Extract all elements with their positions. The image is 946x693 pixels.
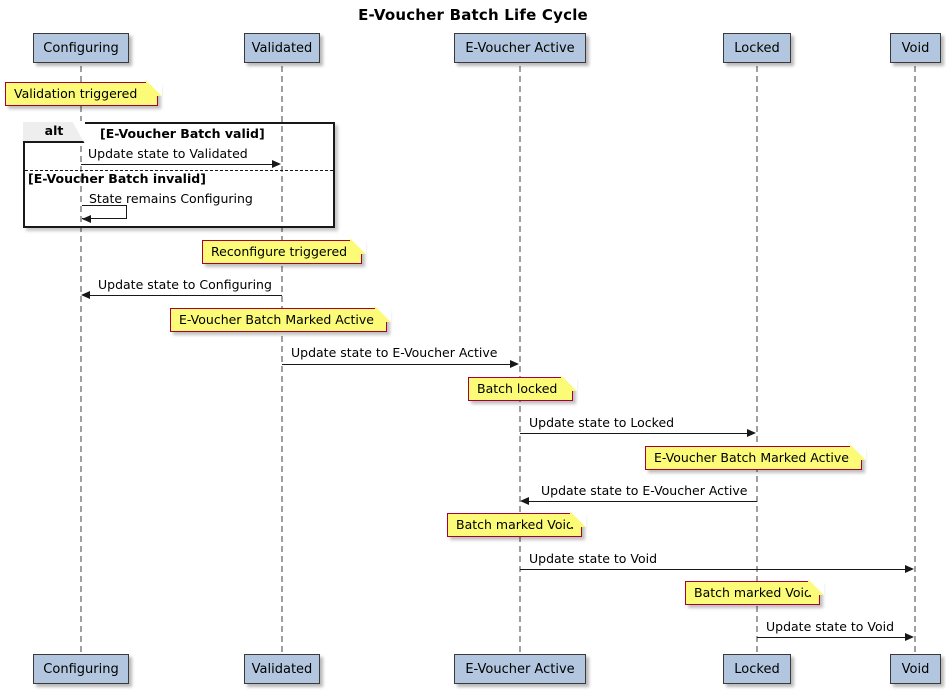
note-batch-locked: Batch locked	[468, 374, 577, 401]
participant-label: Validated	[251, 40, 313, 56]
message-line-update-state-to-locked	[520, 433, 748, 434]
participant-label: Configuring	[43, 661, 119, 677]
message-text: State remains Configuring	[89, 191, 253, 206]
lifeline-locked	[756, 66, 758, 652]
participant-label: E-Voucher Active	[465, 40, 575, 56]
message-line-update-state-to-void-2	[757, 637, 906, 638]
arrow-head-update-state-to-evoucher-active-1	[510, 360, 519, 368]
alt-condition-text: [E-Voucher Batch invalid]	[28, 171, 206, 186]
message-line-update-state-to-configuring	[89, 295, 282, 296]
participant-label: Locked	[734, 661, 780, 677]
lifeline-evoucher-active	[519, 66, 521, 652]
note-evoucher-batch-marked-active-2: E-Voucher Batch Marked Active	[645, 443, 866, 470]
note-batch-marked-void-1: Batch marked Void	[447, 510, 586, 537]
lifeline-configuring	[80, 66, 82, 652]
message-label-update-state-to-configuring: Update state to Configuring	[98, 277, 272, 292]
participant-label: Void	[901, 661, 930, 677]
participant-footer-void[interactable]: Void	[890, 654, 941, 684]
note-batch-marked-void-2: Batch marked Void	[685, 578, 824, 605]
note-fold-corner-icon	[560, 374, 577, 391]
arrow-head-update-state-to-void-2	[905, 633, 914, 641]
alt-operator-label: alt	[44, 123, 64, 138]
arrow-head-update-state-to-evoucher-active-2	[520, 497, 529, 505]
message-line-update-state-to-validated	[81, 164, 273, 165]
alt-fragment-divider	[25, 170, 333, 171]
participant-header-evoucher-active[interactable]: E-Voucher Active	[454, 33, 586, 63]
participant-footer-locked[interactable]: Locked	[723, 654, 791, 684]
lifeline-void	[914, 66, 916, 652]
participant-header-void[interactable]: Void	[890, 33, 941, 63]
note-text: Batch marked Void	[456, 517, 574, 532]
arrow-head-state-remains-configuring	[82, 215, 91, 223]
message-line-update-state-to-evoucher-active-1	[282, 364, 511, 365]
arrow-head-update-state-to-configuring	[81, 291, 90, 299]
note-text: E-Voucher Batch Marked Active	[654, 450, 849, 465]
message-line-update-state-to-void-1	[520, 569, 906, 570]
alt-condition-2: [E-Voucher Batch invalid]	[28, 171, 206, 186]
note-text: Batch locked	[477, 381, 558, 396]
participant-header-locked[interactable]: Locked	[723, 33, 791, 63]
participant-header-validated[interactable]: Validated	[244, 33, 320, 63]
note-fold-corner-icon	[349, 237, 366, 254]
note-reconfigure-triggered: Reconfigure triggered	[202, 237, 366, 264]
participant-footer-validated[interactable]: Validated	[244, 654, 320, 684]
lifeline-validated	[281, 66, 283, 652]
alt-condition-text: [E-Voucher Batch valid]	[100, 126, 265, 141]
note-validation-triggered: Validation triggered	[5, 79, 162, 106]
participant-label: Void	[901, 40, 930, 56]
message-text: Update state to Validated	[88, 146, 248, 161]
note-text: Batch marked Void	[694, 585, 812, 600]
message-label-update-state-to-void-2: Update state to Void	[766, 619, 894, 634]
participant-label: Validated	[251, 661, 313, 677]
alt-condition-1: [E-Voucher Batch valid]	[100, 126, 265, 141]
diagram-title: E-Voucher Batch Life Cycle	[358, 6, 588, 24]
self-message-loop-configuring	[82, 205, 127, 219]
participant-footer-configuring[interactable]: Configuring	[33, 654, 129, 684]
message-label-update-state-to-locked: Update state to Locked	[529, 415, 674, 430]
alt-fragment	[23, 122, 335, 228]
message-text: Update state to Void	[529, 551, 658, 566]
note-fold-corner-icon	[374, 305, 391, 322]
alt-fragment-operator: alt	[23, 121, 85, 144]
note-fold-corner-icon	[145, 79, 162, 96]
participant-label: Locked	[734, 40, 780, 56]
message-label-state-remains-configuring: State remains Configuring	[89, 191, 253, 206]
note-fold-corner-icon	[569, 510, 586, 527]
participant-label: E-Voucher Active	[465, 661, 575, 677]
note-text: Validation triggered	[14, 86, 138, 101]
message-label-update-state-to-evoucher-active-1: Update state to E-Voucher Active	[291, 345, 498, 360]
note-text: Reconfigure triggered	[211, 244, 348, 259]
message-text: Update state to Configuring	[98, 277, 272, 292]
note-fold-corner-icon	[849, 443, 866, 460]
arrow-head-update-state-to-void-1	[905, 565, 914, 573]
message-text: Update state to Locked	[529, 415, 675, 430]
participant-header-configuring[interactable]: Configuring	[33, 33, 129, 63]
message-text: Update state to E-Voucher Active	[541, 483, 748, 498]
note-text: E-Voucher Batch Marked Active	[179, 312, 374, 327]
arrow-head-update-state-to-locked	[747, 429, 756, 437]
message-text: Update state to Void	[766, 619, 895, 634]
message-text: Update state to E-Voucher Active	[291, 345, 498, 360]
arrow-head-update-state-to-validated	[272, 160, 281, 168]
note-fold-corner-icon	[807, 578, 824, 595]
message-label-update-state-to-validated: Update state to Validated	[88, 146, 248, 161]
message-label-update-state-to-evoucher-active-2: Update state to E-Voucher Active	[541, 483, 748, 498]
note-evoucher-batch-marked-active-1: E-Voucher Batch Marked Active	[170, 305, 391, 332]
message-line-update-state-to-evoucher-active-2	[529, 501, 757, 502]
participant-label: Configuring	[43, 40, 119, 56]
message-label-update-state-to-void-1: Update state to Void	[529, 551, 657, 566]
participant-footer-evoucher-active[interactable]: E-Voucher Active	[454, 654, 586, 684]
